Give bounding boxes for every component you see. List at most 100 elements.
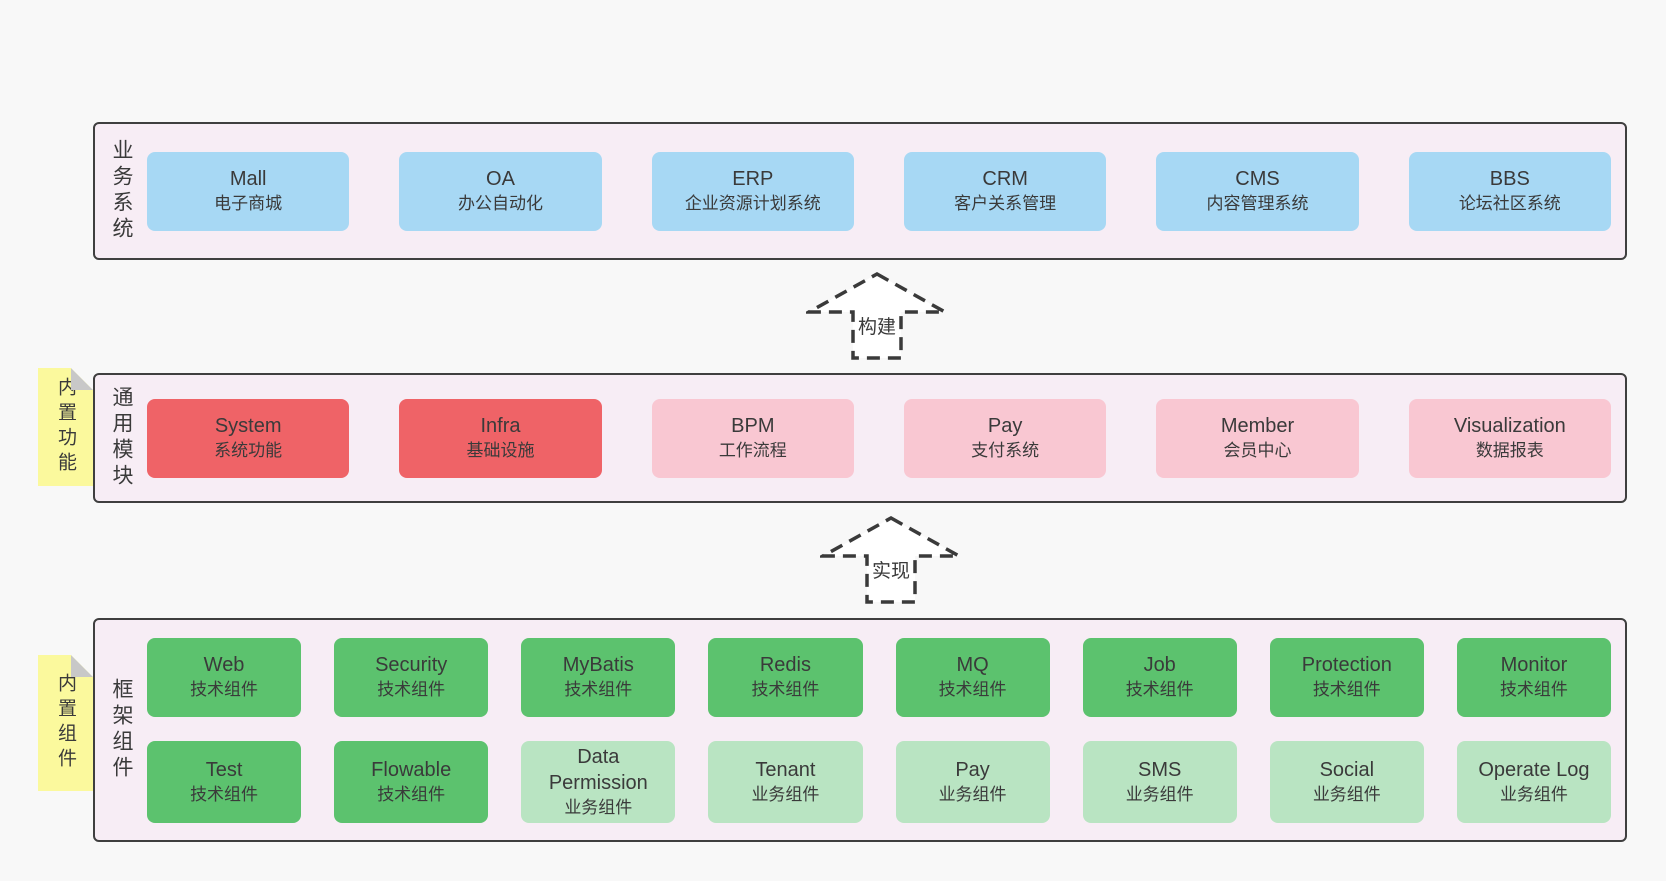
box-subtitle: 支付系统 — [971, 441, 1040, 460]
component-row-2: Test 技术组件 Flowable 技术组件 Data Permission … — [147, 740, 1611, 823]
sticky-note-label: 内置组件 — [55, 673, 76, 773]
box-subtitle: 数据报表 — [1475, 441, 1544, 460]
sticky-note-label: 内置功能 — [55, 377, 76, 477]
arrow-label: 实现 — [871, 561, 910, 582]
box-mq: MQ 技术组件 — [895, 637, 1050, 717]
module-boxes: System 系统功能 Infra 基础设施 BPM 工作流程 Pay 支付系统… — [147, 375, 1625, 501]
box-subtitle: 技术组件 — [1125, 680, 1194, 699]
arrow-build: 构建 — [806, 272, 948, 362]
box-title: ERP — [732, 168, 774, 190]
box-infra: Infra 基础设施 — [399, 398, 602, 478]
arrow-implement: 实现 — [820, 516, 962, 606]
box-test: Test 技术组件 — [147, 740, 302, 823]
layer-label-components: 框架组件 — [110, 678, 133, 782]
box-oa: OA 办公自动化 — [399, 151, 602, 231]
box-web: Web 技术组件 — [147, 637, 302, 717]
box-monitor: Monitor 技术组件 — [1456, 637, 1611, 717]
box-tenant: Tenant 业务组件 — [708, 740, 863, 823]
sticky-note-builtin-components: 内置组件 — [38, 655, 93, 791]
box-title: Data Permission — [548, 745, 648, 794]
box-title: Flowable — [371, 758, 452, 781]
box-subtitle: 业务组件 — [1312, 784, 1381, 804]
box-title: Infra — [480, 415, 521, 437]
box-subtitle: 业务组件 — [1499, 784, 1568, 804]
box-title: Pay — [955, 758, 990, 781]
box-job: Job 技术组件 — [1082, 637, 1237, 717]
folded-corner-icon — [71, 368, 93, 390]
box-data-permission: Data Permission 业务组件 — [521, 740, 676, 823]
box-title: SMS — [1138, 758, 1182, 781]
box-subtitle: 技术组件 — [377, 784, 446, 804]
component-row-1: Web 技术组件 Security 技术组件 MyBatis 技术组件 Redi… — [147, 637, 1611, 717]
box-title: Protection — [1301, 654, 1392, 676]
box-title: Monitor — [1500, 654, 1568, 676]
box-pay-component: Pay 业务组件 — [895, 740, 1050, 823]
component-rows: Web 技术组件 Security 技术组件 MyBatis 技术组件 Redi… — [147, 620, 1625, 840]
box-title: OA — [486, 168, 515, 190]
layer-common-modules: 通用模块 System 系统功能 Infra 基础设施 BPM 工作流程 Pay… — [93, 373, 1627, 503]
box-subtitle: 业务组件 — [1125, 784, 1194, 804]
box-erp: ERP 企业资源计划系统 — [651, 151, 854, 231]
box-member: Member 会员中心 — [1156, 398, 1359, 478]
box-title: Security — [375, 654, 448, 676]
box-bpm: BPM 工作流程 — [651, 398, 854, 478]
box-title: Social — [1319, 758, 1375, 781]
box-title: CRM — [982, 168, 1028, 190]
box-subtitle: 企业资源计划系统 — [684, 194, 821, 213]
box-subtitle: 基础设施 — [466, 441, 535, 460]
box-title: Mall — [229, 168, 267, 190]
box-mybatis: MyBatis 技术组件 — [521, 637, 676, 717]
box-subtitle: 会员中心 — [1223, 441, 1292, 460]
box-system: System 系统功能 — [147, 398, 350, 478]
box-subtitle: 技术组件 — [1499, 680, 1568, 699]
box-subtitle: 技术组件 — [190, 784, 259, 804]
box-protection: Protection 技术组件 — [1269, 637, 1424, 717]
box-cms: CMS 内容管理系统 — [1156, 151, 1359, 231]
sticky-note-builtin-features: 内置功能 — [38, 368, 93, 486]
arrow-label: 构建 — [857, 317, 896, 338]
box-redis: Redis 技术组件 — [708, 637, 863, 717]
box-title: Pay — [987, 415, 1023, 437]
box-title: MyBatis — [562, 654, 634, 676]
box-visualization: Visualization 数据报表 — [1408, 398, 1611, 478]
box-subtitle: 业务组件 — [564, 797, 633, 817]
box-subtitle: 客户关系管理 — [954, 194, 1057, 213]
folded-corner-icon — [71, 655, 93, 677]
box-subtitle: 系统功能 — [214, 441, 283, 460]
box-subtitle: 技术组件 — [938, 680, 1007, 699]
layer-label-business: 业务系统 — [110, 139, 133, 243]
box-title: Web — [203, 654, 245, 676]
box-social: Social 业务组件 — [1269, 740, 1424, 823]
box-title: Operate Log — [1478, 758, 1590, 781]
box-subtitle: 业务组件 — [751, 784, 820, 804]
box-title: Redis — [759, 654, 811, 676]
layer-label-modules: 通用模块 — [110, 386, 133, 490]
box-title: CMS — [1235, 168, 1280, 190]
box-subtitle: 办公自动化 — [457, 194, 543, 213]
box-subtitle: 论坛社区系统 — [1458, 194, 1561, 213]
box-title: Job — [1143, 654, 1176, 676]
layer-framework-components: 框架组件 Web 技术组件 Security 技术组件 MyBatis 技术组件… — [93, 618, 1627, 842]
box-title: MQ — [956, 654, 989, 676]
box-sms: SMS 业务组件 — [1082, 740, 1237, 823]
box-mall: Mall 电子商城 — [147, 151, 350, 231]
box-subtitle: 技术组件 — [190, 680, 259, 699]
up-arrow-icon — [806, 272, 948, 360]
box-subtitle: 技术组件 — [1312, 680, 1381, 699]
box-title: BPM — [731, 415, 775, 437]
box-title: Member — [1220, 415, 1295, 437]
box-title: System — [214, 415, 282, 437]
box-subtitle: 电子商城 — [214, 194, 283, 213]
box-title: Visualization — [1453, 415, 1566, 437]
box-title: BBS — [1489, 168, 1530, 190]
box-subtitle: 工作流程 — [718, 441, 787, 460]
business-boxes: Mall 电子商城 OA 办公自动化 ERP 企业资源计划系统 CRM 客户关系… — [147, 124, 1625, 258]
box-title: Test — [205, 758, 243, 781]
box-bbs: BBS 论坛社区系统 — [1408, 151, 1611, 231]
box-subtitle: 内容管理系统 — [1206, 194, 1309, 213]
box-flowable: Flowable 技术组件 — [334, 740, 489, 823]
up-arrow-icon — [820, 516, 962, 604]
box-subtitle: 技术组件 — [751, 680, 820, 699]
box-security: Security 技术组件 — [334, 637, 489, 717]
